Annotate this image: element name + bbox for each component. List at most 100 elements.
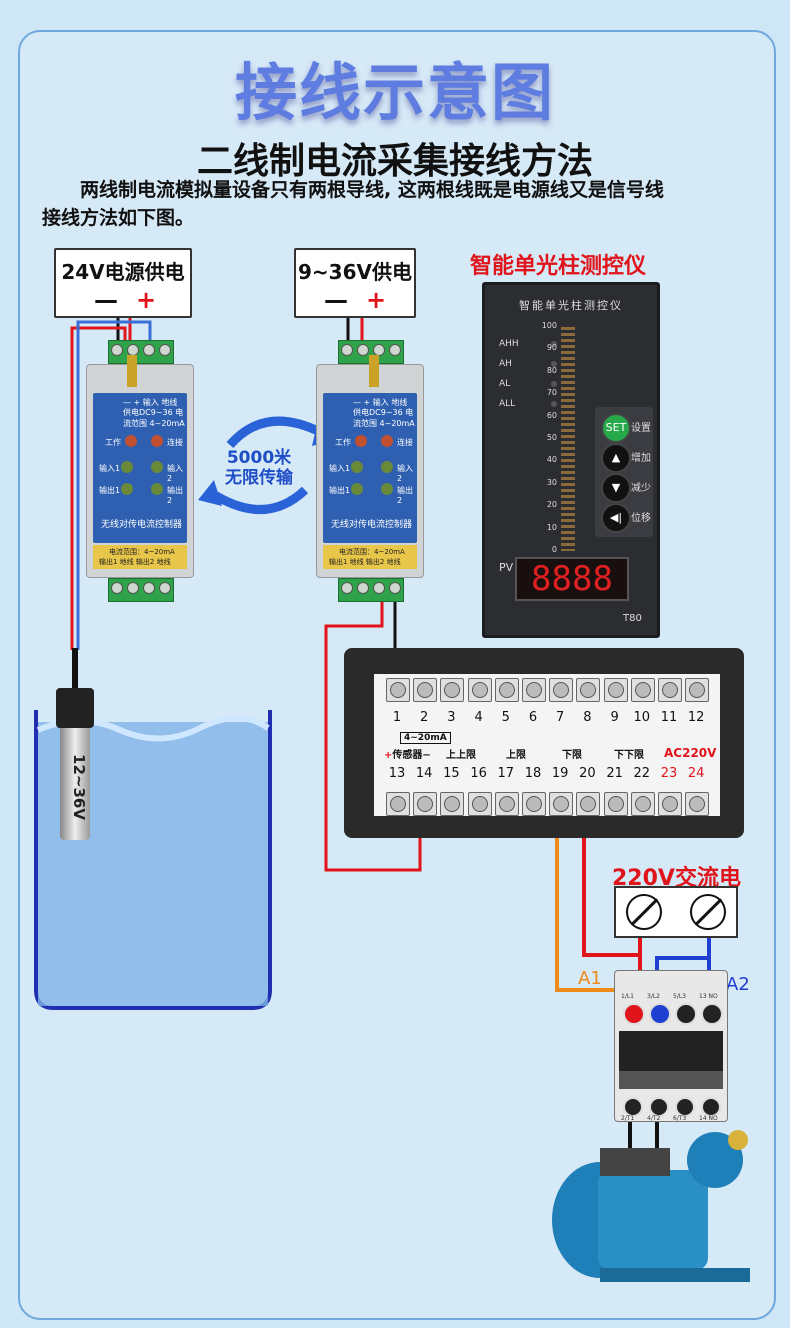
terminal-screw-top <box>440 678 465 702</box>
label-in1: 输入1 <box>329 464 351 473</box>
contactor-base <box>619 1071 723 1089</box>
terminal-group-label: 下下限 <box>614 750 644 761</box>
led-in1 <box>351 461 363 473</box>
terminal-screw-top <box>386 678 410 702</box>
terminal-screw-bottom <box>467 792 492 816</box>
meter-alarm-label: AHH <box>499 339 519 349</box>
terminal-number-top: 11 <box>660 710 678 725</box>
transmission-text: 无限传输 <box>225 468 293 488</box>
terminal-number-top: 7 <box>556 710 565 725</box>
module-panel-left: — + 输入 地线 供电DC9~36 电流范围 4~20mA 工作 连接 输入1… <box>93 393 187 543</box>
terminal-number-bottom: 14 <box>415 766 433 781</box>
power-left-minus: — <box>94 286 118 314</box>
contactor-top-screw <box>675 1003 697 1025</box>
light-column-bar <box>561 327 575 551</box>
power-right-minus: — <box>324 286 348 314</box>
terminal-number-bottom: 15 <box>443 766 460 781</box>
sensor-label: 12~36V <box>69 754 88 820</box>
terminal-number-bottom: 13 <box>388 766 406 781</box>
meter-button[interactable]: ▲ <box>601 443 631 473</box>
meter-pv-label: PV <box>499 561 514 574</box>
contactor-bottom-label: 4/T2 <box>647 1115 661 1122</box>
meter-alarm-label: ALL <box>499 399 516 409</box>
ac-terminal-1 <box>626 894 662 930</box>
contactor-body <box>619 1031 723 1071</box>
terminal-group-label: 下限 <box>562 750 582 761</box>
ac-power-box <box>614 886 738 938</box>
terminal-screw-top <box>630 678 655 702</box>
meter-alarm-led <box>551 401 557 407</box>
pump-body <box>598 1170 708 1270</box>
terminal-screw-top <box>576 678 601 702</box>
module-bottom-line-right: 输出1 地线 输出2 地线 <box>329 558 401 566</box>
power-label-right: 9~36V供电 <box>298 260 412 284</box>
meter-scale-tick: 100 <box>541 321 557 330</box>
terminal-screw-bottom <box>522 792 546 816</box>
label-work: 工作 <box>105 438 121 447</box>
meter-model: T80 <box>623 613 642 624</box>
meter-alarm-led <box>551 381 557 387</box>
wireless-module-right: — + 输入 地线 供电DC9~36 电流范围 4~20mA 工作 连接 输入1… <box>316 340 424 602</box>
wire-sensor-red <box>70 326 127 650</box>
terminal-screw-top <box>603 678 628 702</box>
module-top-line2: 供电DC9~36 电流范围 4~20mA <box>123 408 185 428</box>
terminal-screw-top <box>549 678 574 702</box>
terminal-screw-bottom <box>386 792 410 816</box>
page-title: 接线示意图 <box>234 56 555 129</box>
terminal-screw-bottom <box>494 792 519 816</box>
terminal-group-label: 上上限 <box>446 750 476 761</box>
module-top-line1: — + 输入 地线 <box>123 398 178 407</box>
meter-scale-tick: 10 <box>546 522 557 532</box>
meter-header: 智能单光柱测控仪 <box>519 299 623 312</box>
terminal-number-top: 10 <box>633 710 651 725</box>
module-bottom-line-left: 输出1 地线 输出2 地线 <box>99 558 171 566</box>
pump-head <box>687 1132 743 1188</box>
meter-button[interactable]: ◀| <box>601 503 631 533</box>
terminal-number-top: 2 <box>420 710 429 725</box>
terminal-screw-top <box>658 678 682 702</box>
contactor-bottom-screw <box>623 1097 643 1117</box>
description: 两线制电流模拟量设备只有两根导线, 这两根线既是电源线又是信号线 接线方法如下图… <box>42 176 762 232</box>
terminal-number-top: 12 <box>687 710 705 725</box>
module-top-line2: 供电DC9~36 电流范围 4~20mA <box>353 408 415 428</box>
led-in2 <box>151 461 163 473</box>
terminal-screw-bottom <box>658 792 682 816</box>
terminal-screw-top <box>413 678 438 702</box>
label-connect: 连接 <box>397 438 413 447</box>
meter-button[interactable]: SET <box>601 413 631 443</box>
description-line-1: 两线制电流模拟量设备只有两根导线, 这两根线既是电源线又是信号线 <box>80 179 664 201</box>
meter-scale-tick: 60 <box>546 410 557 420</box>
terminal-screw-bottom <box>603 792 628 816</box>
meter-scale-tick: 50 <box>546 433 557 442</box>
terminal-number-bottom: 19 <box>551 766 569 781</box>
sensor-cap <box>56 688 94 728</box>
module-name-right: 无线对传电流控制器 <box>331 520 413 530</box>
terminal-top-left <box>108 340 174 364</box>
contactor-bottom-screw <box>649 1097 669 1117</box>
module-range-left: 电流范围：4~20mA <box>109 548 175 556</box>
tank-outline <box>34 710 272 1010</box>
wire-out-red <box>324 600 422 872</box>
label-out2: 输出2 <box>167 486 183 505</box>
led-work <box>355 435 367 447</box>
meter-scale-tick: 0 <box>551 545 557 554</box>
arrow-upper <box>226 416 322 449</box>
meter-button[interactable]: ▼ <box>601 473 631 503</box>
terminal-number-bottom: 23 <box>660 766 678 781</box>
led-out1 <box>121 483 133 495</box>
module-top-line1: — + 输入 地线 <box>353 398 408 407</box>
terminal-group-label: 上限 <box>506 750 526 761</box>
terminal-number-top: 4 <box>474 710 483 725</box>
terminal-screw-bottom <box>440 792 465 816</box>
contactor-top-screw <box>623 1003 645 1025</box>
terminal-number-top: 8 <box>583 710 592 725</box>
module-name-left: 无线对传电流控制器 <box>101 520 183 530</box>
terminal-number-bottom: 21 <box>606 766 623 781</box>
terminal-number-bottom: 24 <box>687 766 705 781</box>
module-panel-right: — + 输入 地线 供电DC9~36 电流范围 4~20mA 工作 连接 输入1… <box>323 393 417 543</box>
terminal-screw-bottom <box>549 792 574 816</box>
contactor-top-label: 13 NO <box>699 993 718 1000</box>
terminal-screw-bottom <box>413 792 438 816</box>
meter-button-label: 设置 <box>631 423 651 434</box>
